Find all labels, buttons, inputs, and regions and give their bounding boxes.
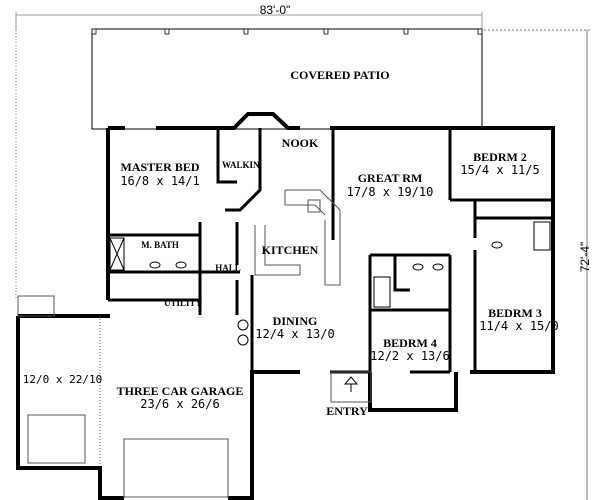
room-dining-name: DINING (272, 314, 318, 328)
room-m-bath-name: M. BATH (141, 240, 179, 250)
room-garage-size: 23/6 x 26/6 (140, 397, 220, 411)
room-covered-patio-name: COVERED PATIO (290, 68, 390, 82)
room-bedrm2-name: BEDRM 2 (473, 150, 527, 164)
overall-width-label: 83'-0" (259, 3, 291, 17)
room-great-rm-name: GREAT RM (357, 171, 423, 185)
room-entry-name: ENTRY (326, 404, 368, 418)
water-heaters (237, 319, 249, 346)
room-master-bed-name: MASTER BED (120, 160, 200, 174)
bath-fixtures (109, 221, 551, 308)
kitchen-counters (254, 189, 341, 286)
patio-posts (91, 28, 483, 35)
garage-doors (27, 316, 229, 498)
room-master-bed-size: 16/8 x 14/1 (120, 174, 200, 188)
room-bedrm3-name: BEDRM 3 (488, 306, 542, 320)
room-hall-name: HALL (215, 263, 241, 273)
overall-depth-label: 72'-4" (578, 241, 592, 273)
room-bedrm2-size: 15/4 x 11/5 (460, 163, 540, 177)
room-bedrm4-size: 12/2 x 13/6 (370, 349, 450, 363)
room-great-rm-size: 17/8 x 19/10 (346, 185, 434, 199)
room-bedrm4-name: BEDRM 4 (383, 336, 437, 350)
room-bedrm3-size: 11/4 x 15/0 (479, 319, 559, 333)
room-dining-size: 12/4 x 13/0 (255, 327, 335, 341)
garage-bay-size: 12/0 x 22/10 (22, 373, 103, 386)
room-nook-name: NOOK (281, 136, 319, 150)
garage-side-annex (17, 295, 55, 317)
interior-walls (108, 128, 553, 374)
room-garage-name: THREE CAR GARAGE (116, 384, 244, 398)
room-utility-name: UTILITY (163, 298, 202, 308)
overall-depth-dimension (15, 29, 592, 500)
room-walkin-name: WALKIN (222, 160, 260, 170)
room-kitchen-name: KITCHEN (261, 243, 319, 257)
entry-porch (330, 371, 372, 403)
overall-width-dimension (15, 12, 483, 30)
